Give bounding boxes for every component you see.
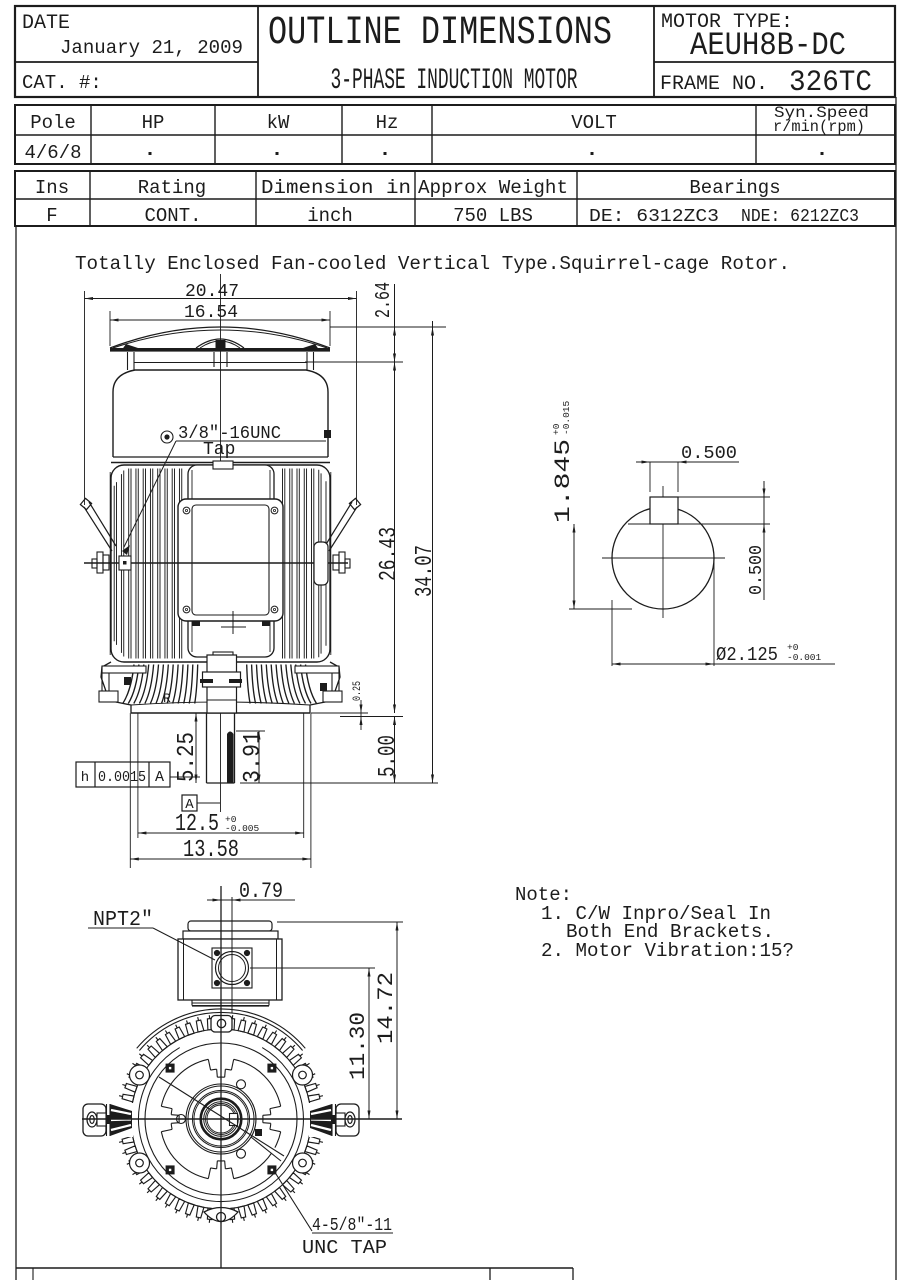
svg-text:+0: +0 [225, 814, 237, 825]
svg-text:Dimension in: Dimension in [261, 177, 411, 199]
svg-text:3/8"-16UNC: 3/8"-16UNC [178, 424, 281, 444]
svg-text:Totally Enclosed Fan-cooled Ve: Totally Enclosed Fan-cooled Vertical Typ… [75, 253, 790, 275]
svg-text:A: A [185, 797, 194, 813]
svg-text:Hz: Hz [376, 112, 399, 134]
svg-text:NPT2": NPT2" [93, 909, 153, 932]
svg-text:3.91: 3.91 [240, 731, 267, 783]
svg-text:h: h [81, 770, 89, 786]
svg-text:13.58: 13.58 [183, 837, 239, 864]
svg-text:DATE: DATE [22, 12, 70, 35]
svg-text:Both End Brackets.: Both End Brackets. [566, 921, 774, 943]
svg-text:Note:: Note: [515, 884, 572, 906]
svg-text:14.72: 14.72 [374, 972, 399, 1044]
svg-text:2. Motor Vibration:15?: 2. Motor Vibration:15? [541, 940, 794, 962]
svg-text:OUTLINE DIMENSIONS: OUTLINE DIMENSIONS [268, 11, 612, 56]
svg-text:CAT. #:: CAT. #: [22, 72, 102, 94]
svg-text:HP: HP [142, 112, 165, 134]
svg-text:FRAME NO.: FRAME NO. [660, 73, 768, 96]
svg-text:-0.001: -0.001 [787, 652, 822, 663]
svg-text:16.54: 16.54 [184, 303, 238, 323]
svg-text:20.47: 20.47 [185, 282, 239, 302]
svg-text:F: F [46, 205, 57, 227]
svg-text:-0.015: -0.015 [561, 400, 572, 435]
svg-text:5.00: 5.00 [375, 735, 402, 777]
svg-text:4-5/8"-11: 4-5/8"-11 [312, 1216, 392, 1236]
svg-text:+0: +0 [551, 423, 562, 435]
svg-text:4/6/8: 4/6/8 [24, 142, 81, 164]
svg-text:Syn.Speed: Syn.Speed [774, 104, 869, 122]
svg-text:inch: inch [307, 205, 353, 227]
svg-text:2.64: 2.64 [373, 282, 396, 318]
svg-text:AEUH8B-DC: AEUH8B-DC [690, 27, 846, 64]
svg-text:Ø2.125: Ø2.125 [716, 644, 778, 666]
svg-text:UNC TAP: UNC TAP [302, 1237, 387, 1259]
svg-text:MOTOR TYPE:: MOTOR TYPE: [661, 11, 793, 34]
svg-text:CONT.: CONT. [144, 205, 201, 227]
svg-text:+0: +0 [787, 642, 799, 653]
svg-text:-0.005: -0.005 [225, 823, 260, 834]
svg-text:0.0015: 0.0015 [98, 769, 146, 786]
svg-text:26.43: 26.43 [376, 527, 403, 581]
svg-text:r/min(rpm): r/min(rpm) [773, 118, 865, 136]
svg-text:326TC: 326TC [789, 66, 872, 100]
svg-text:DE: 6312ZC3: DE: 6312ZC3 [589, 207, 719, 227]
svg-text:0.25: 0.25 [352, 681, 364, 701]
svg-text:34.07: 34.07 [412, 545, 439, 597]
svg-text:Rating: Rating [138, 177, 206, 199]
svg-text:12.5: 12.5 [175, 811, 219, 838]
svg-text:0.500: 0.500 [681, 444, 737, 464]
svg-text:3-PHASE INDUCTION MOTOR: 3-PHASE INDUCTION MOTOR [331, 64, 578, 98]
svg-text:Pole: Pole [30, 112, 76, 134]
svg-text:0.79: 0.79 [239, 879, 283, 904]
svg-text:1.845: 1.845 [551, 439, 576, 523]
svg-text:NDE: 6212ZC3: NDE: 6212ZC3 [741, 207, 859, 227]
svg-text:Tap: Tap [203, 440, 235, 460]
svg-text:VOLT: VOLT [571, 112, 617, 134]
svg-text:R: R [163, 691, 171, 706]
svg-text:1. C/W Inpro/Seal In: 1. C/W Inpro/Seal In [541, 903, 771, 925]
svg-text:Ins: Ins [35, 177, 69, 199]
svg-text:Approx Weight: Approx Weight [418, 177, 568, 199]
svg-text:A: A [155, 769, 164, 786]
svg-text:750 LBS: 750 LBS [453, 205, 533, 227]
svg-text:5.25: 5.25 [174, 732, 201, 782]
svg-text:kW: kW [267, 112, 290, 134]
svg-text:0.500: 0.500 [747, 545, 767, 595]
svg-text:Bearings: Bearings [689, 177, 780, 199]
svg-text:11.30: 11.30 [346, 1012, 371, 1080]
svg-text:January 21, 2009: January 21, 2009 [60, 37, 243, 59]
